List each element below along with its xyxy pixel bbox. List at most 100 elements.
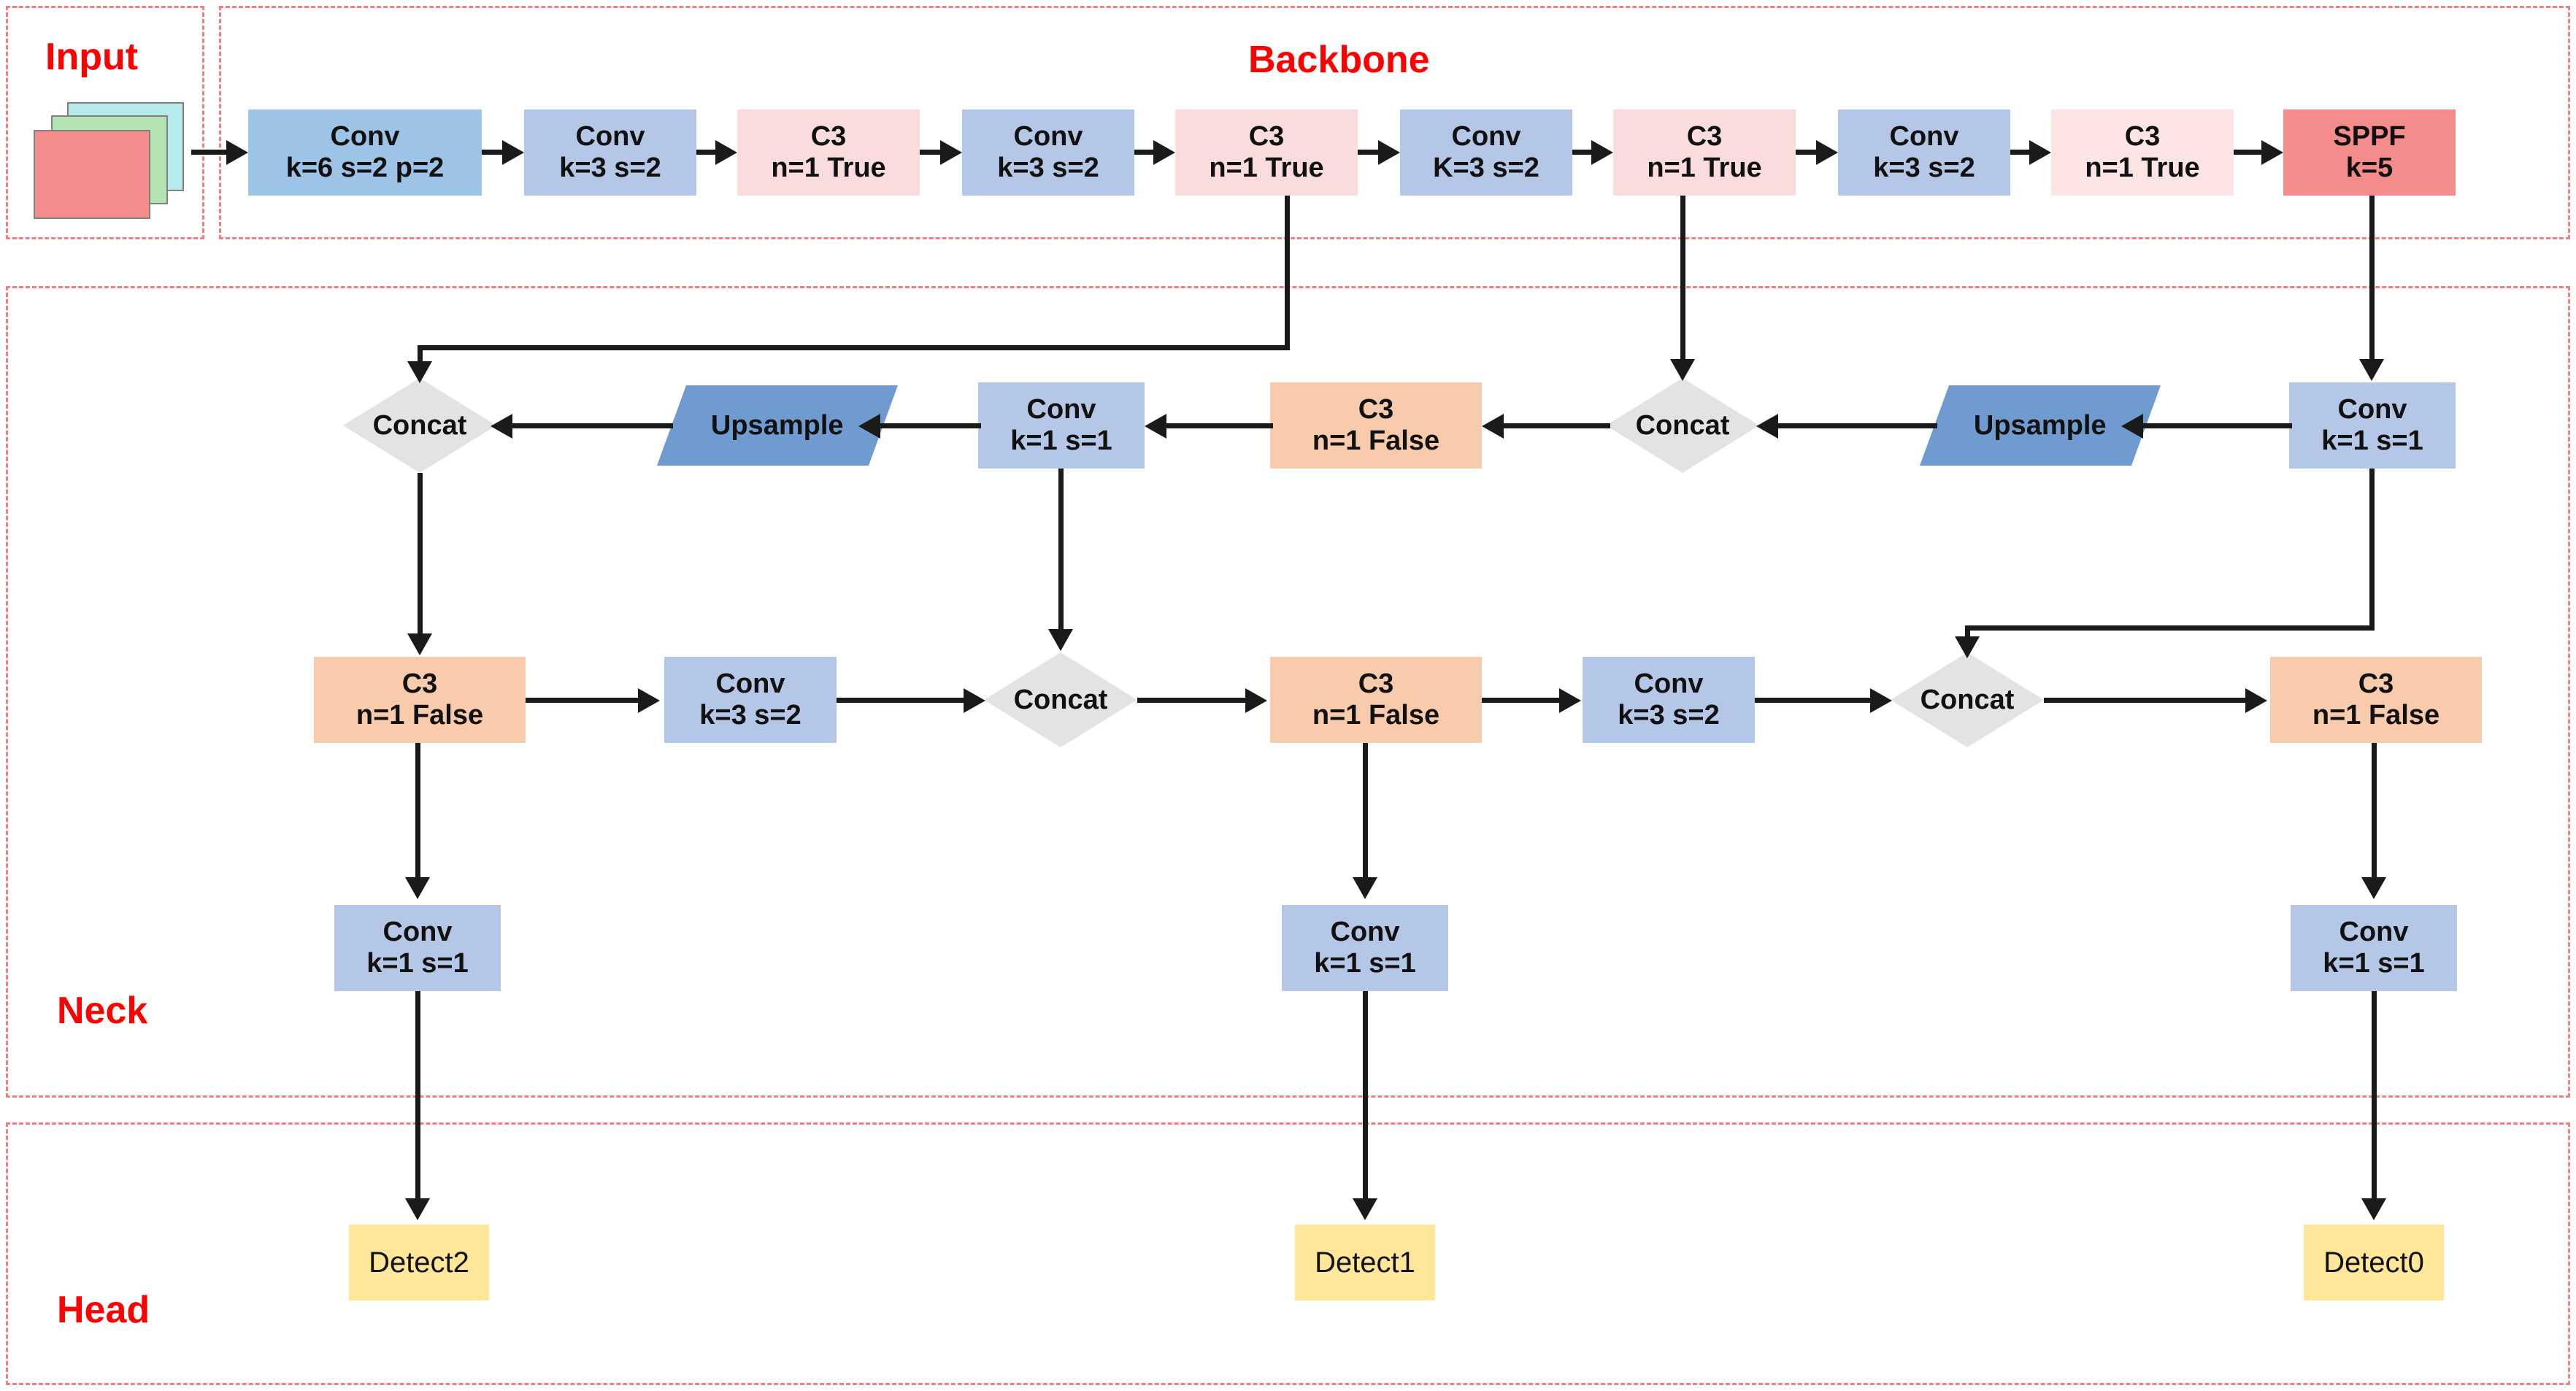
edge-concat1-down — [418, 473, 423, 639]
edge-sppf-down — [2369, 196, 2375, 365]
section-backbone-frame — [219, 6, 2570, 239]
head-node-detect2[interactable]: Detect2 — [349, 1225, 489, 1301]
edge-conv2-c3-1 — [696, 150, 718, 155]
neck-node-concat3[interactable]: Concat — [984, 652, 1137, 747]
neck-node-c3-m2[interactable]: C3 n=1 False — [1270, 657, 1482, 743]
backbone-node-c3-2[interactable]: C3 n=1 True — [1175, 109, 1358, 196]
neck-node-concat4[interactable]: Concat — [1891, 652, 2044, 747]
edge-c3m2-convm2 — [1482, 698, 1562, 703]
section-head-frame — [6, 1122, 2570, 1385]
arrowhead-into-concat1 — [407, 361, 432, 383]
edge-convb3-down — [2372, 991, 2377, 1203]
edge-c3-2-conv4 — [1358, 150, 1381, 155]
arrowhead-concat1-to-c3m1 — [407, 633, 432, 655]
arrowhead-concat4-c3m3 — [2245, 688, 2267, 713]
arrowhead-upsample2-concat2 — [1756, 414, 1778, 439]
arrowhead-c3-4-sppf — [2261, 140, 2283, 165]
neck-node-conv-m2[interactable]: Conv k=3 s=2 — [1583, 657, 1755, 743]
arrowhead-c3m2-convm2 — [1559, 688, 1581, 713]
edge-c3u1-convu1 — [1165, 423, 1273, 428]
edge-convb2-down — [1363, 991, 1368, 1203]
neck-node-conv-u1[interactable]: Conv k=1 s=1 — [978, 382, 1145, 469]
neck-node-c3-m1[interactable]: C3 n=1 False — [314, 657, 526, 743]
edge-c3-4-sppf — [2234, 150, 2263, 155]
neck-node-conv-u2[interactable]: Conv k=1 s=1 — [2289, 382, 2456, 469]
arrowhead-convm2-concat4 — [1870, 688, 1892, 713]
neck-node-c3-u1[interactable]: C3 n=1 False — [1270, 382, 1482, 469]
neck-node-concat1[interactable]: Concat — [343, 378, 496, 473]
head-node-detect0[interactable]: Detect0 — [2304, 1225, 2444, 1301]
edge-convu2-to-down — [1965, 625, 1970, 641]
backbone-node-conv2[interactable]: Conv k=3 s=2 — [524, 109, 696, 196]
edge-convu2-left — [1965, 625, 2375, 631]
arrowhead-sppf-to-convu2 — [2359, 359, 2384, 381]
edge-c3m2-down — [1363, 743, 1368, 883]
backbone-node-sppf[interactable]: SPPF k=5 — [2283, 109, 2456, 196]
arrowhead-c3m2-to-convb2 — [1353, 877, 1377, 899]
arrowhead-input-to-conv1 — [226, 140, 248, 165]
edge-convu1-down — [1058, 469, 1064, 635]
edge-upsample2-concat2 — [1777, 423, 1937, 428]
edge-c3-3-conv5 — [1796, 150, 1819, 155]
section-label-input: Input — [45, 36, 139, 78]
arrowhead-c3u1-convu1 — [1145, 414, 1166, 439]
edge-convu2-down — [2369, 469, 2375, 631]
arrowhead-into-concat2 — [1670, 359, 1695, 381]
neck-node-c3-m3[interactable]: C3 n=1 False — [2270, 657, 2482, 743]
arrowhead-c3m1-to-convb1 — [405, 877, 430, 899]
arrowhead-convm1-concat3 — [964, 688, 985, 713]
backbone-node-conv3[interactable]: Conv k=3 s=2 — [962, 109, 1134, 196]
arrowhead-concat2-c3u1 — [1482, 414, 1504, 439]
edge-c3m1-down — [415, 743, 420, 883]
image-stack-icon — [32, 102, 185, 219]
neck-node-concat2[interactable]: Concat — [1606, 378, 1759, 473]
backbone-node-conv5[interactable]: Conv k=3 s=2 — [1838, 109, 2010, 196]
image-layer-salmon — [34, 130, 150, 219]
backbone-node-conv4[interactable]: Conv K=3 s=2 — [1400, 109, 1572, 196]
section-input-frame — [6, 6, 204, 239]
edge-convb1-down — [415, 991, 420, 1203]
edge-convu1-upsample1 — [879, 423, 981, 428]
arrowhead-c3-1-conv3 — [940, 140, 962, 165]
neck-node-conv-m1[interactable]: Conv k=3 s=2 — [664, 657, 837, 743]
arrowhead-convb1-to-detect2 — [405, 1198, 430, 1220]
head-node-detect1[interactable]: Detect1 — [1295, 1225, 1435, 1301]
edge-convm1-concat3 — [837, 698, 966, 703]
arrowhead-conv2-c3-1 — [715, 140, 737, 165]
edge-concat2-c3u1 — [1502, 423, 1610, 428]
edge-conv5-c3-4 — [2010, 150, 2032, 155]
edge-conv4-c3-3 — [1572, 150, 1594, 155]
arrowhead-c3-3-conv5 — [1816, 140, 1838, 165]
arrowhead-upsample1-concat1 — [491, 414, 512, 439]
edge-upsample1-concat1 — [511, 423, 673, 428]
arrowhead-convu2-upsample2 — [2121, 414, 2143, 439]
edge-convm2-concat4 — [1755, 698, 1873, 703]
edge-c3m3-down — [2372, 743, 2377, 883]
arrowhead-c3m3-to-convb3 — [2361, 877, 2386, 899]
edge-c3-2-branch-down — [1285, 196, 1290, 350]
section-label-head: Head — [57, 1289, 150, 1331]
backbone-node-c3-3[interactable]: C3 n=1 True — [1613, 109, 1796, 196]
neck-node-conv-b1[interactable]: Conv k=1 s=1 — [334, 905, 501, 991]
arrowhead-convu1-to-concat3 — [1048, 629, 1073, 651]
edge-c3-1-conv3 — [920, 150, 943, 155]
arrowhead-conv3-c3-2 — [1153, 140, 1175, 165]
arrowhead-convb3-to-detect0 — [2361, 1198, 2386, 1220]
edge-c3-2-branch-left — [418, 345, 1290, 350]
arrowhead-c3-2-conv4 — [1378, 140, 1400, 165]
backbone-node-conv1[interactable]: Conv k=6 s=2 p=2 — [248, 109, 482, 196]
section-label-backbone: Backbone — [1248, 39, 1430, 81]
arrowhead-convu1-upsample1 — [858, 414, 880, 439]
arrowhead-conv1-conv2 — [502, 140, 524, 165]
edge-c3m1-convm1 — [526, 698, 639, 703]
edge-concat3-c3m2 — [1137, 698, 1247, 703]
arrowhead-c3m1-convm1 — [638, 688, 660, 713]
neck-node-conv-b3[interactable]: Conv k=1 s=1 — [2291, 905, 2457, 991]
neck-node-conv-b2[interactable]: Conv k=1 s=1 — [1282, 905, 1448, 991]
edge-input-to-conv1 — [191, 150, 228, 155]
section-label-neck: Neck — [57, 990, 148, 1032]
arrowhead-convb2-to-detect1 — [1353, 1198, 1377, 1220]
arrowhead-conv5-c3-4 — [2029, 140, 2051, 165]
backbone-node-c3-4[interactable]: C3 n=1 True — [2051, 109, 2234, 196]
backbone-node-c3-1[interactable]: C3 n=1 True — [737, 109, 920, 196]
